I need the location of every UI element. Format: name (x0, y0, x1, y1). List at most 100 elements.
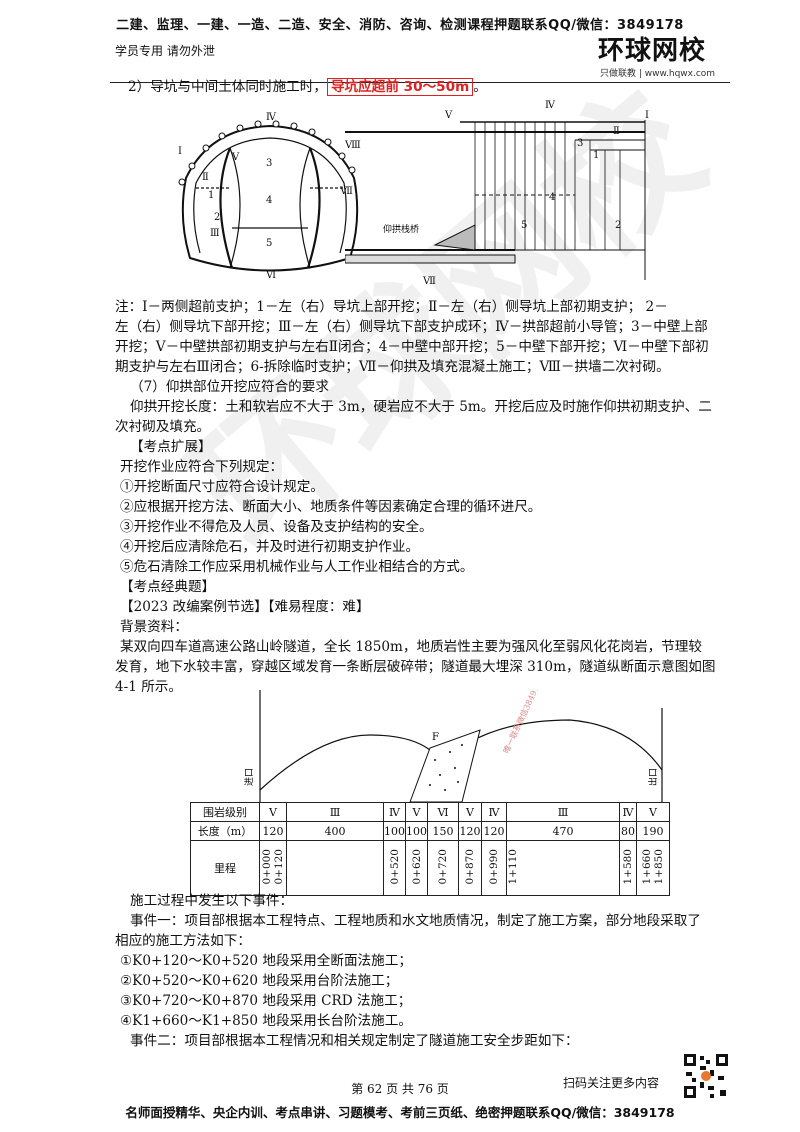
mileage-value: 1+850 (653, 848, 665, 885)
mileage-value: 1+580 (622, 848, 634, 885)
mileage-cell: 0+720 (427, 840, 459, 896)
case-source: 【2023 改编案例节选】【难易程度：难】 (120, 599, 370, 615)
section7-body-1: 仰拱开挖长度：土和软岩应不大于 3m，硬岩应不大于 5m。开挖后应及时施作仰拱初… (130, 399, 712, 415)
table-row-length: 长度（m） 120 400 100 100 150 120 120 470 80… (190, 821, 670, 841)
event1-line-2: 相应的施工方法如下： (115, 933, 251, 949)
qr-caption: 扫码关注更多内容 (563, 1076, 660, 1090)
event1-item-3: ③K0+720～K0+870 地段采用 CRD 法施工； (120, 993, 412, 1009)
grade-cell: Ⅴ (458, 802, 482, 822)
mileage-cell: 0+520 (383, 840, 406, 896)
long-label-4: 4 (549, 192, 555, 203)
grade-header: 围岩级别 (190, 802, 260, 822)
label-II: Ⅱ (202, 172, 209, 183)
logo-subtitle: 只做联教 | www.hqwx.com (600, 69, 716, 79)
length-cell: 120 (458, 821, 482, 841)
header-divider (110, 82, 730, 83)
mileage-cell: 1+110 (506, 840, 620, 896)
mileage-value: 0+990 (488, 848, 500, 885)
grade-cell: Ⅳ (619, 802, 637, 822)
grade-cell: Ⅲ (506, 802, 620, 822)
label-5: 5 (266, 238, 272, 249)
grade-cell: Ⅴ (259, 802, 287, 822)
profile-watermark: 唯一联系微信3849178 (501, 690, 545, 755)
header-banner: 二建、监理、一建、一造、二造、安全、消防、咨询、检测课程押题联系QQ/微信：38… (116, 18, 684, 33)
mileage-value: 0+620 (410, 848, 423, 885)
bridge-label: 仰拱栈桥 (383, 223, 419, 235)
label-1: 1 (208, 190, 214, 201)
intro-line: 2）导坑与中间土体同时施工时，导坑应超前 30～50m。 (128, 78, 750, 96)
label-VII: Ⅶ (339, 186, 353, 197)
section7-body-2: 次衬砌及填充。 (115, 419, 211, 435)
grade-cell: Ⅳ (383, 802, 406, 822)
mileage-cell (286, 840, 384, 896)
event2-line: 事件二：项目部根据本工程情况和相关规定制定了隧道施工安全步距如下： (130, 1033, 579, 1049)
length-cell: 190 (636, 821, 670, 841)
event1-line-1: 事件一：项目部根据本工程特点、工程地质和水文地质情况，制定了施工方案，部分地段采… (130, 913, 701, 929)
intro-text: 2）导坑与中间土体同时施工时， (128, 79, 327, 95)
table-row-grade: 围岩级别 Ⅴ Ⅲ Ⅳ Ⅴ Ⅵ Ⅴ Ⅳ Ⅲ Ⅳ Ⅴ (190, 802, 670, 822)
label-III: Ⅲ (210, 228, 220, 239)
section7-title: （7）仰拱部位开挖应符合的要求 (130, 379, 329, 395)
mileage-value: 1+660 (641, 848, 653, 885)
length-cell: 100 (405, 821, 428, 841)
long-label-I: Ⅰ (645, 110, 649, 121)
note-line-2: 左（右）侧导坑下部开挖；Ⅲ－左（右）侧导坑下部支护成环；Ⅳ－拱部超前小导管；3－… (115, 319, 708, 335)
grade-cell: Ⅲ (286, 802, 384, 822)
long-label-VII: Ⅶ (422, 276, 436, 287)
event1-item-1: ①K0+120～K0+520 地段采用全断面法施工； (120, 953, 412, 969)
event1-item-2: ②K0+520～K0+620 地段采用台阶法施工； (120, 973, 399, 989)
rock-grade-table: 围岩级别 Ⅴ Ⅲ Ⅳ Ⅴ Ⅵ Ⅴ Ⅳ Ⅲ Ⅳ Ⅴ 长度（m） 120 400 1… (190, 802, 670, 896)
entrance-label: 进口 (244, 768, 255, 786)
grade-cell: Ⅵ (427, 802, 459, 822)
background-line-1: 某双向四车道高速公路山岭隧道，全长 1850m，地质岩性主要为强风化至弱风化花岗… (120, 639, 702, 655)
long-label-IV: Ⅳ (545, 100, 556, 111)
label-V: Ⅴ (231, 152, 240, 163)
long-label-V: Ⅴ (444, 110, 453, 121)
footer-banner: 名师面授精华、央企内训、考点串讲、习题模考、考前三页纸、绝密押题联系QQ/微信：… (125, 1105, 675, 1120)
length-cell: 470 (506, 821, 620, 841)
background-line-3: 4-1 所示。 (115, 679, 182, 695)
ext-item-2: ②应根据开挖方法、断面大小、地质条件等因素确定合理的循环进尺。 (120, 499, 542, 515)
events-intro: 施工过程中发生以下事件： (130, 893, 294, 909)
length-cell: 100 (383, 821, 406, 841)
long-label-1: 1 (593, 150, 599, 161)
label-2: 2 (214, 212, 220, 223)
long-label-3: 3 (577, 138, 583, 149)
grade-cell: Ⅴ (636, 802, 670, 822)
label-VI: Ⅵ (265, 270, 276, 281)
table-row-mileage: 里程 0+0000+120 0+520 0+620 0+720 0+870 0+… (190, 840, 670, 896)
header-note: 学员专用 请勿外泄 (115, 44, 215, 58)
long-label-2: 2 (615, 220, 621, 231)
fault-label: F (432, 732, 439, 743)
mileage-value: 0+520 (388, 848, 401, 885)
mileage-value: 1+110 (507, 848, 519, 885)
label-I: Ⅰ (178, 146, 182, 157)
background-line-2: 发育，地下水较丰富，穿越区域发育一条断层破碎带；隧道最大埋深 310m，隧道纵断… (115, 659, 716, 675)
tunnel-longitudinal-figure: Ⅳ Ⅴ Ⅰ Ⅱ 3 1 4 5 2 Ⅷ Ⅶ 仰拱栈桥 (345, 100, 649, 287)
length-cell: 150 (427, 821, 459, 841)
ext-item-5: ⑤危石清除工作应采用机械作业与人工作业相结合的方式。 (120, 559, 474, 575)
long-label-5: 5 (521, 220, 527, 231)
mileage-cell: 0+870 (458, 840, 482, 896)
long-label-II: Ⅱ (613, 126, 620, 137)
logo: 环球网校 (598, 36, 707, 66)
ext-item-4: ④开挖后应清除危石，并及时进行初期支护作业。 (120, 539, 420, 555)
ext-intro: 开挖作业应符合下列规定： (120, 459, 284, 475)
ext-item-3: ③开挖作业不得危及人员、设备及支护结构的安全。 (120, 519, 433, 535)
qr-code-icon[interactable] (682, 1052, 730, 1100)
note-line-4: 期支护与左右Ⅲ闭合；6-拆除临时支护；Ⅶ－仰拱及填充混凝土施工；Ⅷ－拱墙二次衬砌… (115, 359, 670, 375)
mileage-value: 0+870 (464, 848, 476, 885)
note-line-3: 开挖；Ⅴ－中壁拱部初期支护与左右Ⅱ闭合；4－中壁中部开挖；5－中壁下部开挖；Ⅵ－… (115, 339, 709, 355)
exit-label: 出口 (647, 768, 659, 786)
ext-title: 【考点扩展】 (130, 439, 212, 455)
label-IV: Ⅳ (266, 112, 277, 123)
mileage-cell: 1+6601+850 (636, 840, 670, 896)
grade-cell: Ⅴ (405, 802, 428, 822)
mileage-value: 0+120 (273, 848, 285, 885)
event1-item-4: ④K1+660～K1+850 地段采用长台阶法施工。 (120, 1013, 412, 1029)
mileage-cell: 0+0000+120 (259, 840, 287, 896)
long-label-VIII: Ⅷ (345, 140, 361, 151)
highlight-text: 导坑应超前 30～50m (326, 78, 474, 96)
tunnel-cross-section-figure: Ⅰ Ⅱ Ⅲ Ⅳ Ⅴ Ⅵ Ⅶ 1 2 3 4 5 (178, 112, 359, 281)
note-line-1: 注：Ⅰ－两侧超前支护；1－左（右）导坑上部开挖；Ⅱ－左（右）侧导坑上部初期支护；… (115, 299, 668, 315)
